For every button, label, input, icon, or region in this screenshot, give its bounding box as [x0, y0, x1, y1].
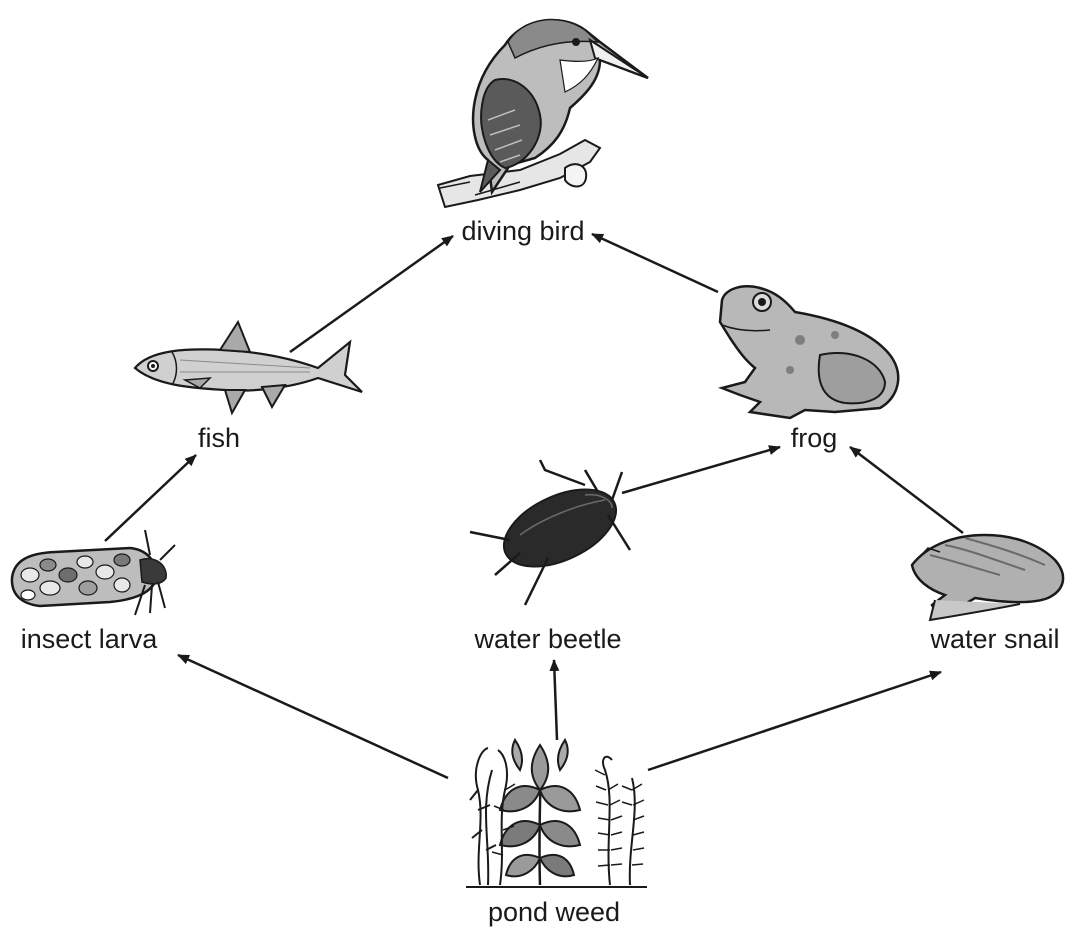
kingfisher-icon — [438, 20, 648, 207]
arrow-fish-to-diving-bird — [290, 236, 453, 352]
label-diving-bird: diving bird — [461, 216, 584, 247]
arrow-pondweed-to-water-beetle — [554, 660, 557, 740]
label-pond-weed: pond weed — [488, 897, 620, 928]
label-fish: fish — [198, 423, 240, 454]
label-water-beetle: water beetle — [474, 624, 621, 655]
arrow-water-snail-to-frog — [850, 447, 963, 533]
water-snail-icon — [912, 535, 1063, 620]
arrow-pondweed-to-insect-larva — [178, 655, 448, 778]
arrow-pondweed-to-water-snail — [648, 672, 941, 770]
caddis-larva-icon — [12, 530, 175, 615]
label-frog: frog — [791, 423, 838, 454]
label-insect-larva: insect larva — [21, 624, 158, 655]
label-water-snail: water snail — [930, 624, 1059, 655]
arrow-frog-to-diving-bird — [592, 234, 718, 292]
arrow-insect-larva-to-fish — [105, 455, 196, 541]
pond-weed-icon — [466, 740, 647, 887]
frog-icon — [720, 286, 898, 418]
water-beetle-icon — [470, 460, 630, 605]
arrow-water-beetle-to-frog — [622, 447, 780, 493]
fish-icon — [135, 322, 362, 413]
